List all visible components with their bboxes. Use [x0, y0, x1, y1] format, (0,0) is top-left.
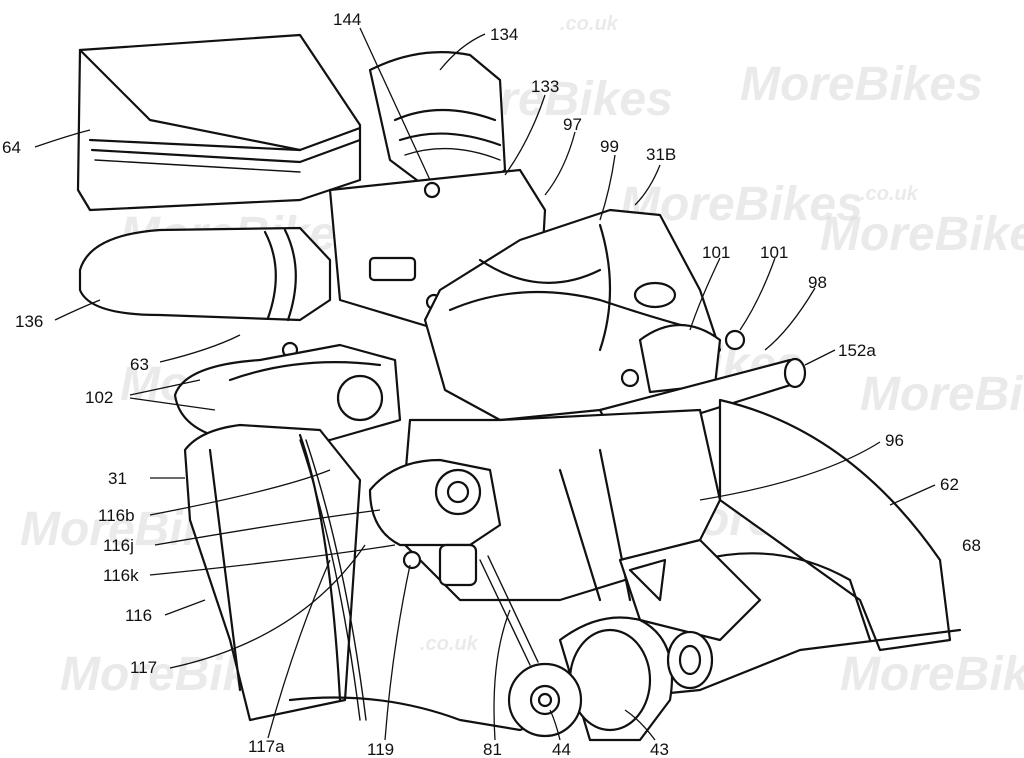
bolt — [724, 329, 746, 351]
label-116b: 116b — [98, 506, 135, 525]
label-152a: 152a — [838, 341, 876, 360]
label-31B: 31B — [646, 145, 676, 164]
starter-motor — [368, 458, 502, 547]
label-97: 97 — [563, 115, 582, 134]
watermark-text: MoreBikes — [860, 368, 1024, 421]
label-98: 98 — [808, 273, 827, 292]
leader-lines — [34, 27, 936, 741]
label-116: 116 — [125, 606, 152, 625]
throttle-body — [173, 343, 402, 442]
label-136: 136 — [15, 312, 43, 331]
label-117a: 117a — [248, 737, 285, 756]
watermark-domain: .co.uk — [860, 183, 919, 205]
watermark-text: MoreBikes — [820, 208, 1024, 261]
swing-arm-pivot — [618, 538, 762, 642]
label-101-left: 101 — [702, 243, 730, 262]
label-133: 133 — [531, 77, 559, 96]
label-81: 81 — [483, 740, 502, 758]
intake-duct-upper — [368, 51, 507, 194]
label-43: 43 — [650, 740, 669, 758]
intake-bracket — [368, 256, 417, 282]
head-cover-boss — [638, 323, 722, 394]
starter-terminal — [438, 543, 478, 587]
watermark-text: MoreBikes — [740, 58, 983, 111]
bolt — [402, 550, 422, 570]
label-116k: 116k — [103, 566, 139, 585]
bolt — [620, 368, 640, 388]
bolt — [423, 181, 441, 199]
throttle-pulley — [336, 374, 384, 422]
starter-shaft — [446, 480, 470, 504]
label-99: 99 — [600, 137, 619, 156]
oil-filler-cap — [633, 281, 677, 309]
pivot-shaft-bore — [678, 644, 702, 676]
engine-drawing — [76, 33, 962, 742]
label-68: 68 — [962, 536, 981, 555]
clutch-cover-ring — [568, 628, 652, 732]
label-62: 62 — [940, 475, 959, 494]
label-116j: 116j — [103, 536, 134, 555]
tube-end — [783, 357, 807, 389]
label-102: 102 — [85, 388, 113, 407]
frame-rear — [718, 398, 952, 652]
watermark-domain: .co.uk — [420, 633, 479, 655]
label-63: 63 — [130, 355, 149, 374]
air-cleaner-box — [76, 33, 362, 212]
label-44: 44 — [552, 740, 571, 758]
label-31: 31 — [108, 469, 127, 488]
sprocket-center — [537, 692, 553, 708]
label-117: 117 — [130, 658, 157, 677]
label-144: 144 — [333, 10, 361, 29]
label-96: 96 — [885, 431, 904, 450]
label-134: 134 — [490, 25, 518, 44]
reference-labels: 144 134 133 97 99 31B 64 136 63 102 101 … — [2, 10, 981, 758]
label-101-right: 101 — [760, 243, 788, 262]
watermark-text: MoreBikes — [840, 648, 1024, 701]
label-119: 119 — [367, 740, 394, 758]
watermark-domain: .co.uk — [560, 13, 619, 35]
label-64: 64 — [2, 138, 21, 157]
